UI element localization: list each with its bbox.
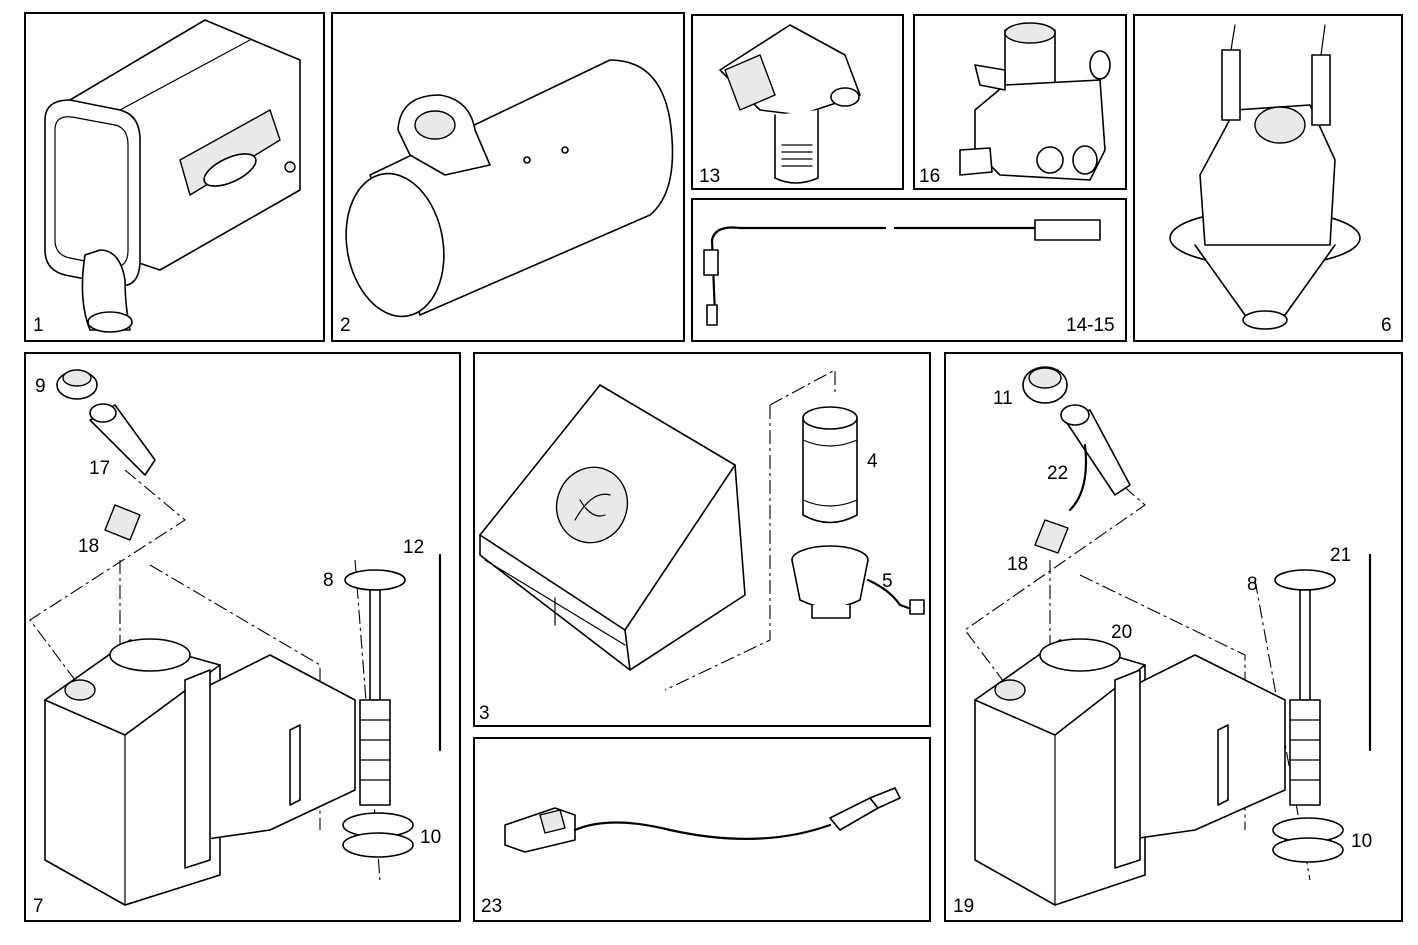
- label-21: 21: [1330, 545, 1351, 566]
- panel-nox-sensor: 23: [473, 737, 931, 922]
- filler-neck-17: [89, 403, 156, 476]
- panel-cylinder-silencer: 2: [331, 12, 685, 342]
- level-sender-8: [344, 569, 406, 806]
- tank-left-part: [29, 469, 381, 906]
- label-12: 12: [403, 537, 424, 558]
- label-19: 19: [953, 896, 974, 917]
- filter-element-4: [802, 406, 858, 524]
- label-5: 5: [882, 571, 893, 592]
- sensor-part: [719, 24, 861, 184]
- level-sender-8-right: [1274, 569, 1336, 806]
- filter-housing-5: [791, 545, 925, 619]
- label-sticker-18-right: [1034, 519, 1069, 554]
- panel-valve: 16: [913, 14, 1127, 190]
- label-23: 23: [481, 896, 502, 917]
- label-14-15: 14-15: [1066, 315, 1115, 336]
- label-20: 20: [1111, 622, 1132, 643]
- panel-silencer: 1: [24, 12, 325, 342]
- panel-dosing-unit: 3 4 5: [473, 352, 931, 727]
- panel-pump-module: 6: [1133, 14, 1403, 342]
- label-17: 17: [89, 458, 110, 479]
- label-sticker-18: [104, 504, 141, 541]
- label-8-left: 8: [323, 570, 334, 591]
- nox-sensor-part: [504, 787, 901, 853]
- seal-ring-10-right: [1272, 817, 1344, 863]
- panel-sensor: 13: [691, 14, 904, 190]
- label-9: 9: [35, 376, 46, 397]
- dosing-unit-part: [479, 369, 836, 691]
- label-7: 7: [33, 896, 44, 917]
- pump-module-part: [1169, 24, 1361, 330]
- filler-cap-9: [56, 369, 98, 400]
- cylinder-silencer-part: [345, 59, 674, 318]
- label-2: 2: [340, 315, 351, 336]
- valve-part: [959, 22, 1111, 181]
- temperature-sensor-part: [703, 219, 1101, 326]
- label-6: 6: [1381, 315, 1392, 336]
- label-16: 16: [919, 166, 940, 187]
- label-8-right: 8: [1247, 574, 1258, 595]
- label-10-right: 10: [1351, 831, 1372, 852]
- silencer-box-part: [44, 19, 301, 333]
- label-11: 11: [993, 388, 1013, 409]
- label-10-left: 10: [420, 827, 441, 848]
- label-13: 13: [699, 166, 720, 187]
- filler-neck-22: [1060, 404, 1131, 512]
- filler-cap-11: [1022, 366, 1068, 404]
- panel-tank-left: 7 9 17 18 8 12 10: [24, 352, 461, 922]
- label-3: 3: [479, 703, 490, 724]
- label-22: 22: [1047, 463, 1068, 484]
- seal-ring-10: [342, 812, 414, 858]
- panel-temperature-sensor: 14-15: [691, 198, 1127, 342]
- panel-tank-right: 19 11 22 18 8 21 20 10: [944, 352, 1403, 922]
- tank-right-part: [964, 469, 1311, 906]
- label-18-right: 18: [1007, 554, 1028, 575]
- label-4: 4: [867, 451, 878, 472]
- label-1: 1: [33, 315, 44, 336]
- label-18-left: 18: [78, 536, 99, 557]
